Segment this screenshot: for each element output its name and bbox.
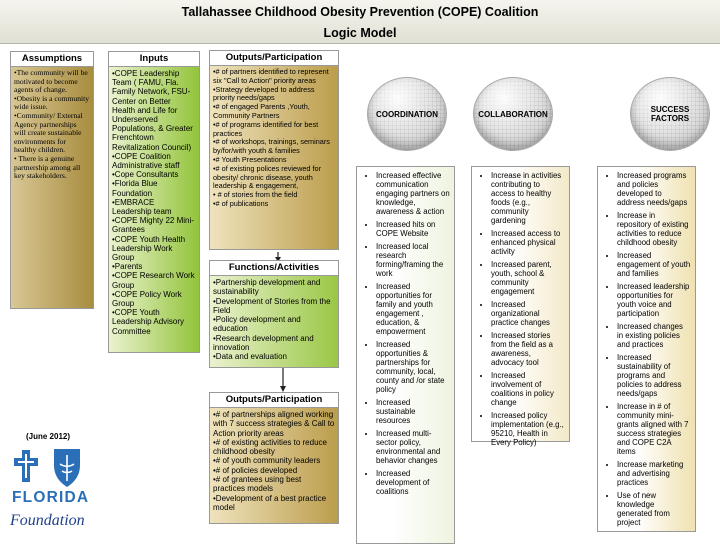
outcome-item: Increased engagement of youth and famili… (617, 251, 691, 278)
output-item: •# of partners identified to represent s… (213, 67, 329, 85)
down-arrow-icon (275, 252, 281, 262)
outcome-item: Increase in # of community mini-grants a… (617, 402, 691, 456)
outcome-item: Increased sustainable resources (376, 398, 450, 425)
input-item: •EMBRACE Leadership team (112, 197, 172, 217)
logo-state-text: FLORIDA (12, 489, 89, 506)
coordination-label: COORDINATION (375, 109, 439, 119)
function-item: •Research development and innovation (213, 333, 314, 353)
input-item: •COPE Youth Health Leadership Work Group (112, 234, 186, 263)
outcome-item: Increased parent, youth, school & commun… (491, 260, 565, 296)
outcome-item: Increased leadership opportunities for y… (617, 282, 691, 318)
output-item: •# of publications (213, 198, 269, 208)
assumption-item: •The community will be motivated to beco… (14, 68, 88, 95)
header: Tallahassee Childhood Obesity Prevention… (0, 0, 720, 44)
output-item: •# of existing activities to reduce chil… (213, 437, 327, 457)
outputs-participation-list: •# of partners identified to represent s… (210, 66, 338, 211)
input-item: •Parents (112, 262, 143, 272)
down-arrow-icon (280, 368, 286, 392)
page-subtitle: Logic Model (323, 26, 397, 40)
outcome-item: Increased involvement of coalitions in p… (491, 371, 565, 407)
outcome-item: Increased opportunities & partnerships f… (376, 340, 450, 394)
input-item: •COPE Mighty 22 Mini-Grantees (112, 216, 194, 235)
output-item: •Strategy developed to address priority … (213, 84, 315, 103)
logo-foundation-text: Foundation (9, 512, 85, 529)
outcome-item: Increase in repository of existing activ… (617, 211, 691, 247)
function-item: •Data and evaluation (213, 352, 287, 362)
assumption-item: •Community/ External Agency partnerships… (14, 110, 83, 155)
outcome-item: Increased organizational practice change… (491, 300, 565, 327)
outputs-participation-list: •# of partnerships aligned working with … (210, 408, 338, 514)
success-outcomes-list: Increased programs and policies develope… (598, 167, 695, 527)
florida-blue-foundation-logo: FLORIDA Foundation (9, 449, 89, 529)
inputs-list: •COPE Leadership Team ( FAMU, Fla. Famil… (109, 67, 199, 338)
page-title: Tallahassee Childhood Obesity Prevention… (181, 5, 539, 19)
outcome-item: Increased effective communication engagi… (376, 171, 450, 216)
assumption-item: •Obesity is a community wide issue. (14, 93, 90, 112)
outcome-item: Increased multi-sector policy, environme… (376, 429, 450, 465)
input-item: •Florida Blue Foundation (112, 179, 158, 198)
outcome-item: Increased hits on COPE Website (376, 220, 450, 238)
assumptions-title: Assumptions (11, 52, 93, 67)
collaboration-outcomes-list: Increase in activities contributing to a… (472, 167, 569, 447)
outputs-participation-box: Outputs/Participation •# of partners ide… (209, 50, 339, 250)
output-item: •# of engaged Parents ,Youth, Community … (213, 102, 310, 120)
success-factors-circle: SUCCESS FACTORS (630, 77, 710, 151)
collaboration-circle: COLLABORATION (473, 77, 553, 151)
output-item: •# of programs identified for best pract… (213, 119, 319, 138)
outcome-item: Increased opportunities for family and y… (376, 282, 450, 336)
coordination-outcomes-column: Increased effective communication engagi… (356, 166, 455, 544)
outcome-item: Increased local research forming/framing… (376, 242, 450, 278)
input-item: •COPE Policy Work Group (112, 289, 182, 309)
outputs-participation-title: Outputs/Participation (210, 51, 338, 66)
functions-activities-list: •Partnership development and sustainabil… (210, 276, 338, 364)
assumptions-box: Assumptions •The community will be motiv… (10, 51, 94, 309)
outcome-item: Increase in activities contributing to a… (491, 171, 565, 225)
function-item: •Policy development and education (213, 315, 301, 334)
function-item: •Partnership development and sustainabil… (213, 278, 321, 297)
blue-shield-icon (54, 449, 80, 487)
input-item: •COPE Youth Leadership Advisory Committe… (112, 308, 185, 336)
coordination-circle: COORDINATION (367, 77, 447, 151)
assumptions-list: •The community will be motivated to beco… (11, 67, 93, 183)
outcome-item: Increased changes in existing policies a… (617, 322, 691, 349)
output-item: •# Youth Presentations (213, 154, 287, 164)
function-item: •Development of Stories from the Field (213, 296, 331, 315)
input-item: •Cope Consultants (112, 170, 179, 180)
inputs-title: Inputs (109, 52, 199, 67)
success-outcomes-column: Increased programs and policies develope… (597, 166, 696, 532)
output-item: •# of grantees using best practices mode… (213, 475, 302, 494)
output-item: •# of workshops, trainings, seminars by/… (213, 137, 330, 156)
outcome-item: Increased sustainability of programs and… (617, 353, 691, 398)
inputs-box: Inputs •COPE Leadership Team ( FAMU, Fla… (108, 51, 200, 353)
outcome-item: Increased policy implementation (e.g., 9… (491, 411, 565, 447)
outcome-item: Increased programs and policies develope… (617, 171, 691, 207)
date-label: (June 2012) (26, 432, 71, 441)
outcome-item: Increased stories from the field as a aw… (491, 331, 565, 367)
output-item: •Development of a best practice model (213, 493, 327, 512)
input-item: •COPE Research Work Group (112, 271, 195, 290)
outcome-item: Increased development of coalitions (376, 469, 450, 496)
output-item: • # of stories from the field (213, 190, 298, 200)
collaboration-outcomes-column: Increase in activities contributing to a… (471, 166, 570, 447)
coordination-outcomes-list: Increased effective communication engagi… (357, 167, 454, 496)
output-item: •# of existing polices reviewed for obes… (213, 163, 322, 191)
assumption-item: • There is a genuine partnership among a… (14, 153, 81, 181)
input-item: •COPE Coalition Administrative staff (112, 151, 180, 171)
functions-activities-box: Functions/Activities •Partnership develo… (209, 260, 339, 368)
output-item: •# of policies developed (213, 465, 298, 475)
outcome-item: Increase marketing and advertising pract… (617, 460, 691, 487)
blue-cross-icon (14, 450, 38, 482)
output-item: •# of partnerships aligned working with … (213, 410, 335, 438)
functions-activities-title: Functions/Activities (210, 261, 338, 276)
input-item: •COPE Leadership Team ( FAMU, Fla. Famil… (112, 69, 193, 152)
outputs-participation-title: Outputs/Participation (210, 393, 338, 408)
outcome-item: Increased access to enhanced physical ac… (491, 229, 565, 256)
outcome-item: Use of new knowledge generated from proj… (617, 491, 691, 527)
outputs-participation-box: Outputs/Participation •# of partnerships… (209, 392, 339, 524)
output-item: •# of youth community leaders (213, 456, 321, 466)
success-factors-label: SUCCESS FACTORS (650, 105, 690, 123)
collaboration-label: COLLABORATION (478, 109, 548, 119)
